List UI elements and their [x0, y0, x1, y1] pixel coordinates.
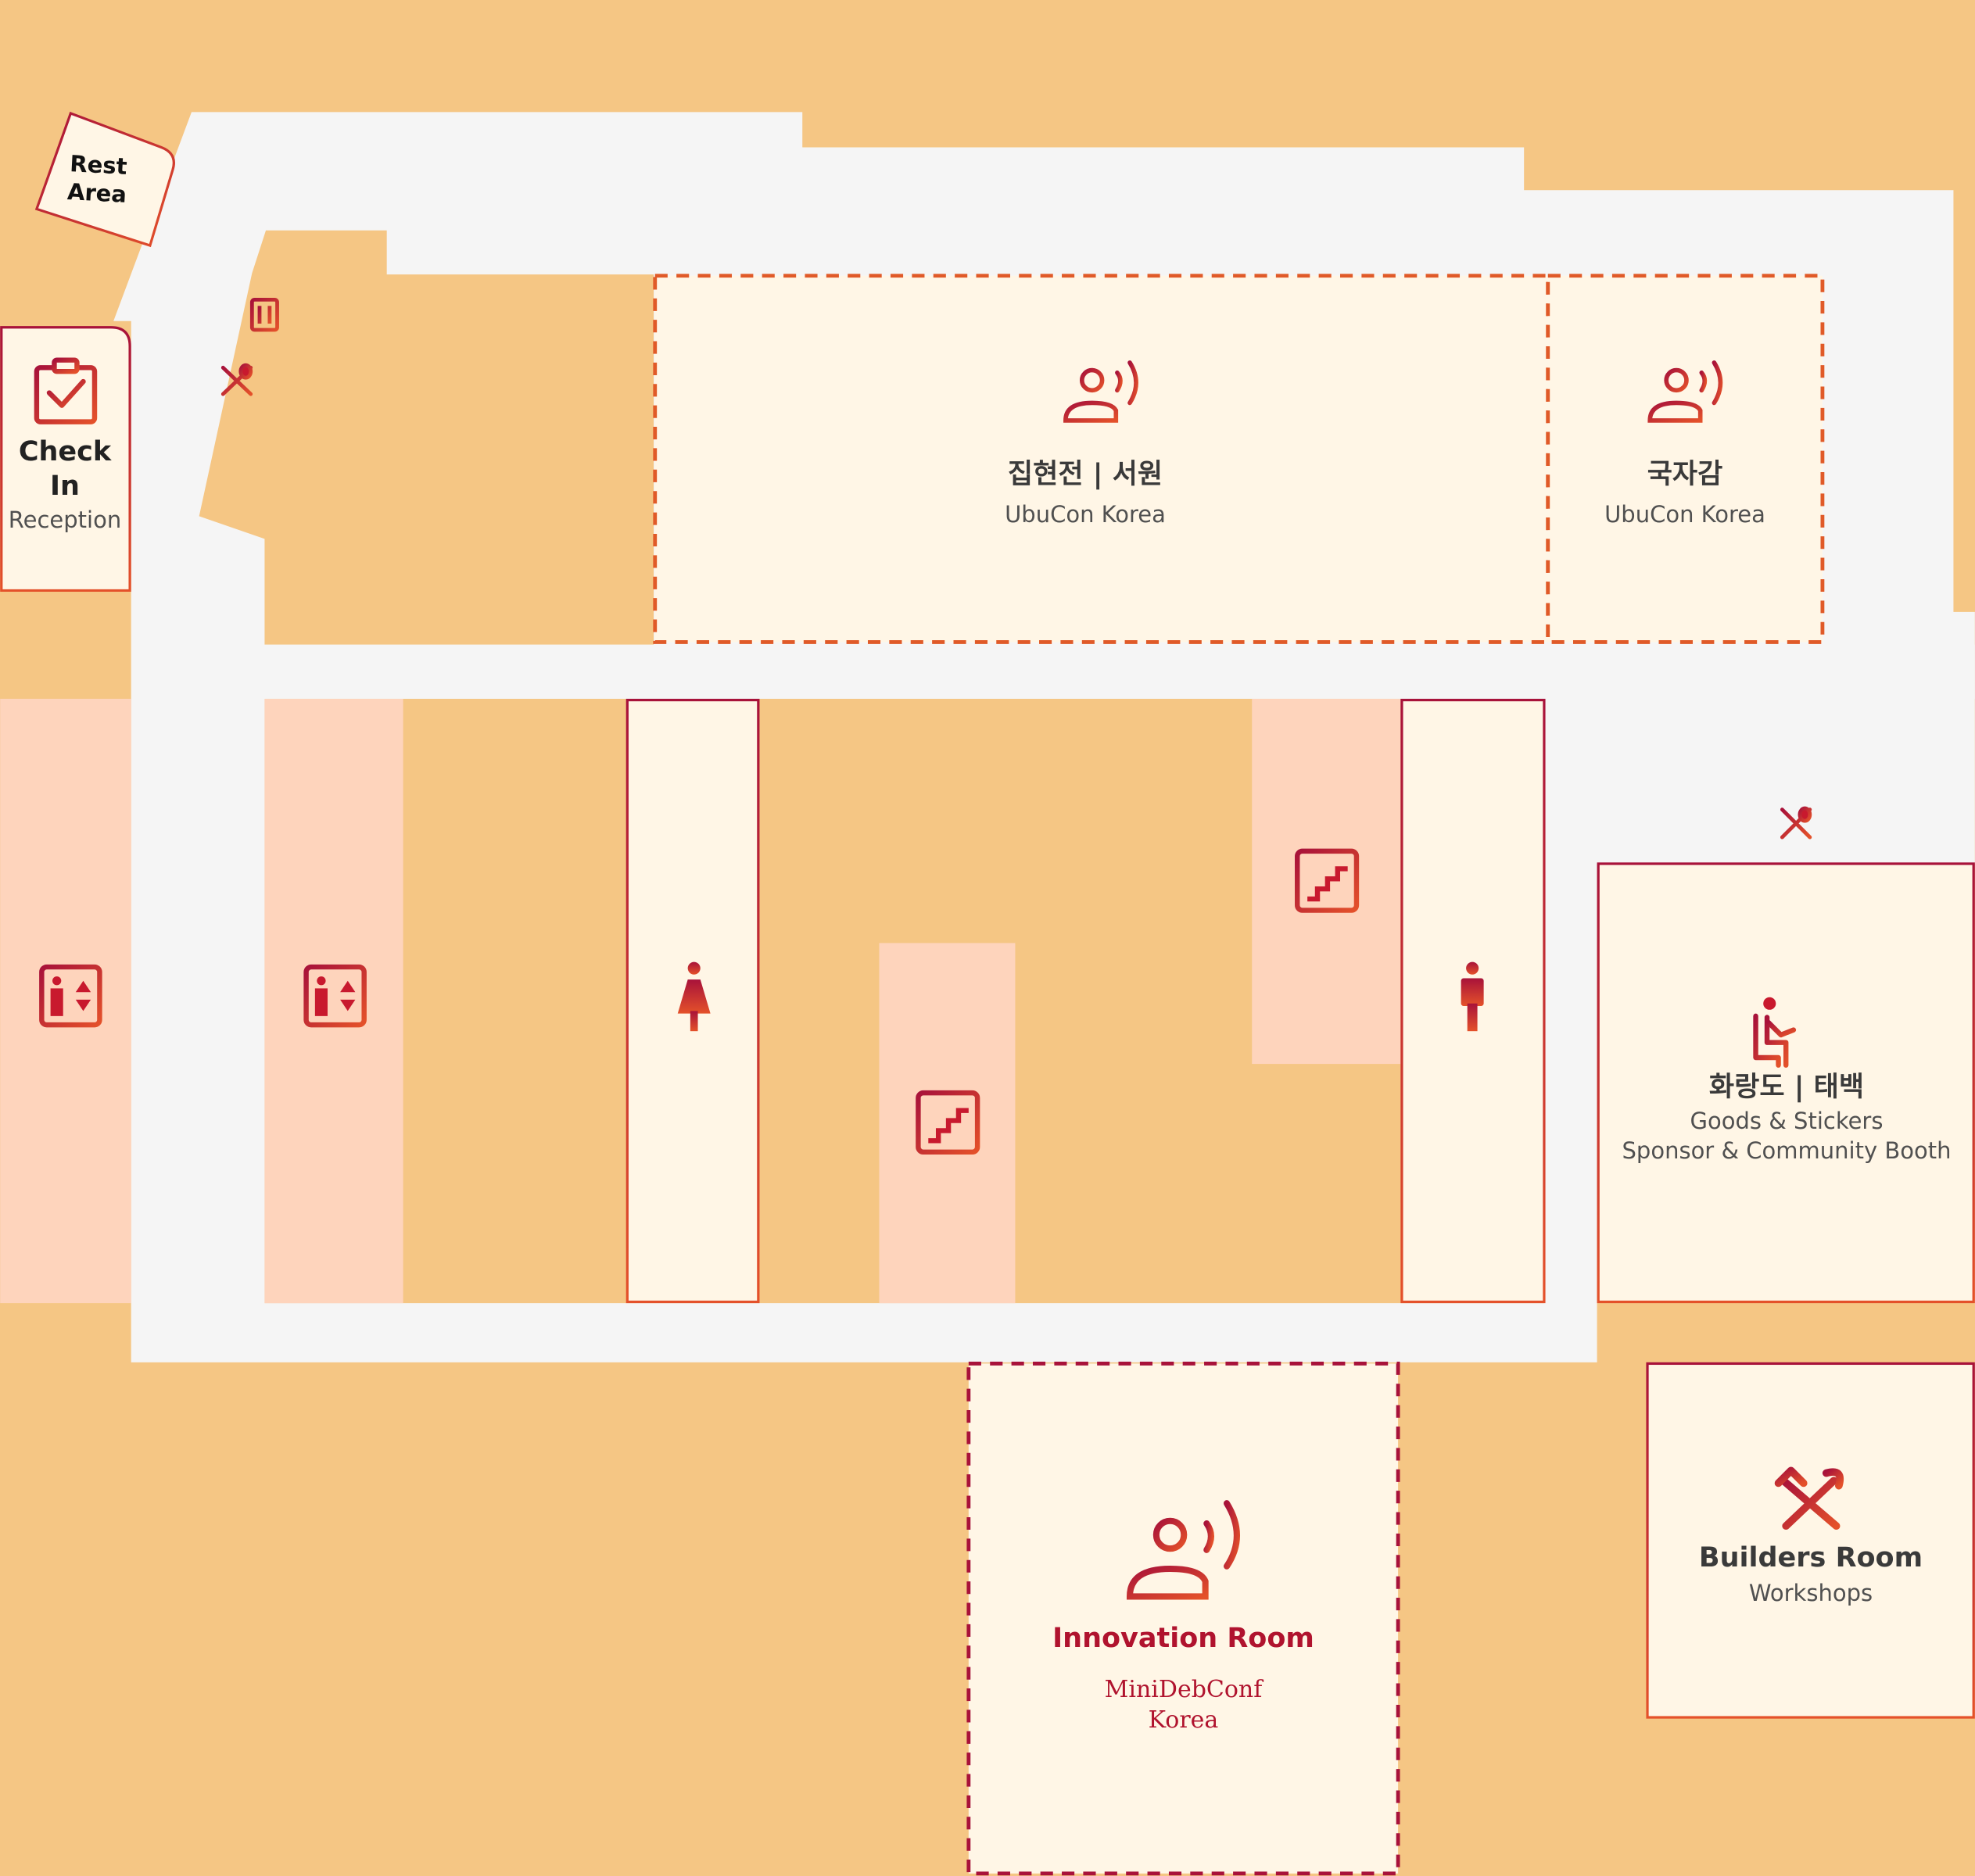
elevator-icon [303, 964, 367, 1028]
desk-worker-icon [1753, 997, 1826, 1068]
room-hall-small[interactable] [1546, 274, 1825, 644]
hall-main-name: 집현전 | 서원 [1007, 459, 1163, 490]
elevator-area-left [0, 698, 131, 1304]
room-innovation[interactable] [966, 1362, 1400, 1876]
innovation-event-line1: MiniDebConf [1104, 1675, 1263, 1703]
booth-name: 화랑도 | 태백 [1708, 1072, 1865, 1103]
check-in-booth[interactable] [0, 326, 131, 593]
rest-area-line2: Area [66, 178, 127, 209]
woman-icon [677, 961, 711, 1032]
room-hall-main[interactable] [653, 274, 1550, 644]
speaker-icon [1126, 1500, 1240, 1600]
innovation-name: Innovation Room [1052, 1623, 1314, 1654]
room-builders[interactable] [1646, 1362, 1975, 1719]
hammer-wrench-icon [1774, 1466, 1844, 1531]
speaker-icon [1647, 360, 1723, 423]
hall-main-event: UbuCon Korea [1005, 500, 1166, 528]
room-booth[interactable] [1597, 862, 1975, 1304]
clipboard-check-icon [34, 357, 98, 424]
innovation-event-line2: Korea [1148, 1706, 1219, 1735]
stairs-icon [916, 1090, 980, 1155]
hall-small-name: 국자감 [1647, 459, 1723, 490]
speaker-icon [1063, 360, 1138, 423]
booth-line2: Sponsor & Community Booth [1622, 1137, 1952, 1164]
hall-small-label: 국자감 UbuCon Korea [1556, 458, 1814, 528]
builders-label: Builders Room Workshops [1648, 1541, 1973, 1607]
booth-label: 화랑도 | 태백 Goods & Stickers Sponsor & Comm… [1599, 1071, 1974, 1165]
stairs-icon [1295, 848, 1360, 913]
hall-small-event: UbuCon Korea [1604, 500, 1765, 528]
elevator-icon [39, 964, 102, 1028]
rest-area-sign[interactable] [34, 111, 175, 248]
innovation-label: Innovation Room MiniDebConf Korea [969, 1622, 1398, 1735]
trash-icon [248, 288, 281, 332]
man-icon [1461, 961, 1484, 1032]
rest-area-line1: Rest [69, 150, 128, 180]
rest-area-label: Rest Area [53, 149, 142, 209]
elevator-area [264, 698, 403, 1304]
check-in-subtitle: Reception [8, 506, 122, 533]
fork-spoon-icon [1780, 806, 1812, 840]
corridor-inner-block [199, 230, 654, 645]
corridor-middle [264, 644, 1975, 699]
hall-main-label: 집현전 | 서원 UbuCon Korea [851, 458, 1320, 528]
fork-spoon-icon [220, 363, 253, 396]
builders-event: Workshops [1748, 1579, 1873, 1606]
booth-line1: Goods & Stickers [1690, 1107, 1884, 1134]
check-in-label: Check In Reception [0, 435, 130, 534]
builders-name: Builders Room [1698, 1542, 1923, 1573]
check-in-title: Check In [18, 436, 112, 502]
